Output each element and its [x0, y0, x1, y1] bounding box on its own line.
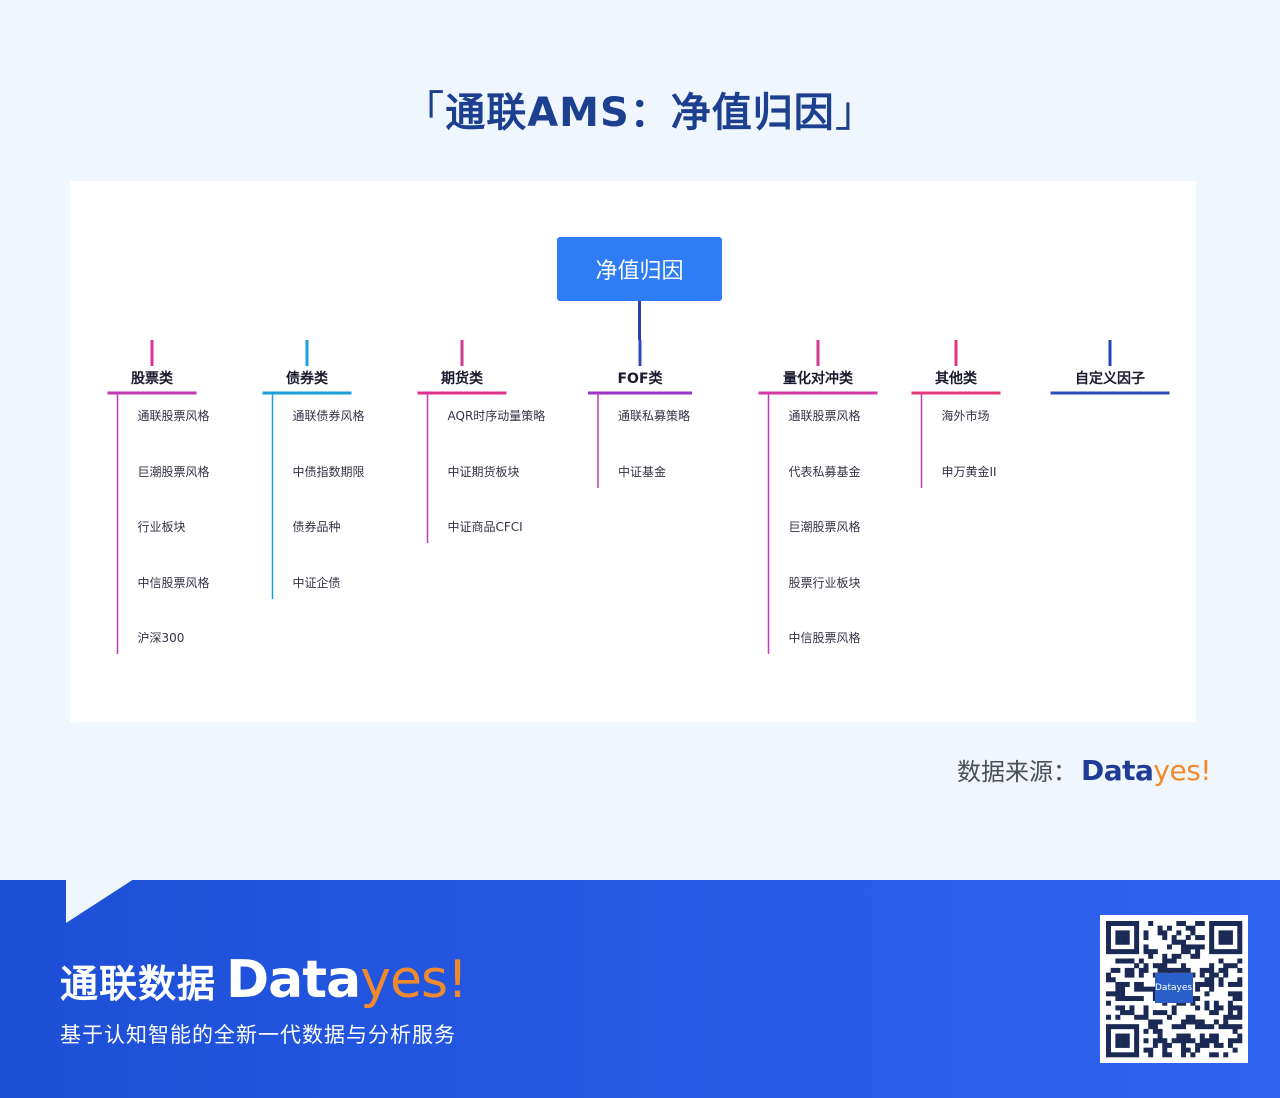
root-node: 净值归因 [557, 237, 722, 301]
child-node: 行业板块 [117, 520, 194, 545]
title-text: 通联AMS：净值归因 [445, 90, 835, 136]
child-label: AQR时序动量策略 [448, 408, 546, 423]
child-node: 海外市场 [921, 408, 998, 434]
brand-name: 通联数据 [60, 962, 217, 1006]
title-close-bracket: 」 [834, 87, 878, 136]
child-node: 通联债券风格 [272, 408, 373, 434]
child-node: 中债指数期限 [272, 464, 373, 490]
child-label: 中债指数期限 [293, 464, 365, 479]
child-label: 巨潮股票风格 [138, 464, 210, 479]
child-label: 通联股票风格 [789, 408, 861, 423]
data-source: 数据来源： Datayes! [957, 752, 1212, 787]
category-label: 量化对冲类 [783, 370, 854, 387]
qr-logo-badge: Datayes! [1155, 973, 1196, 1003]
child-node: 代表私募基金 [768, 464, 869, 490]
child-label: 巨潮股票风格 [789, 519, 861, 534]
child-node: 沪深300 [117, 631, 192, 656]
qr-code-icon [1106, 921, 1243, 1058]
child-label: 代表私募基金 [789, 464, 861, 479]
category-node: 自定义因子 [1050, 340, 1170, 395]
child-label: 行业板块 [138, 520, 186, 534]
child-label: 中证商品CFCI [448, 519, 523, 534]
category-label: 自定义因子 [1075, 370, 1145, 387]
child-node: 中证商品CFCI [427, 519, 534, 545]
child-label: 通联股票风格 [138, 408, 210, 423]
child-node: 中证期货板块 [427, 464, 528, 490]
footer-banner [0, 880, 1280, 1098]
child-node: 申万黄金II [921, 464, 1013, 490]
child-label: 中证企债 [293, 575, 341, 590]
category-label: 债券类 [286, 370, 329, 387]
qr-code[interactable]: Datayes! [1100, 915, 1248, 1063]
child-node: 中信股票风格 [117, 575, 218, 601]
child-node: 巨潮股票风格 [117, 464, 218, 490]
child-node: 通联股票风格 [768, 408, 869, 434]
child-label: 股票行业板块 [789, 576, 861, 590]
child-label: 沪深300 [138, 631, 185, 645]
child-node: 巨潮股票风格 [768, 519, 869, 545]
footer-slogan: 基于认知智能的全新一代数据与分析服务 [60, 1023, 456, 1047]
data-source-label: 数据来源： [957, 758, 1077, 786]
child-node: AQR时序动量策略 [427, 408, 550, 434]
child-label: 中证期货板块 [448, 464, 520, 479]
child-label: 中证基金 [618, 464, 666, 479]
child-label: 申万黄金II [942, 464, 997, 479]
child-label: 通联债券风格 [293, 408, 365, 423]
title-open-bracket: 「 [402, 87, 446, 136]
child-node: 通联私募策略 [598, 408, 698, 434]
child-node: 中证企债 [272, 575, 349, 601]
page-title: 「通联AMS：净值归因」 [0, 78, 1280, 139]
category-label: 其他类 [935, 370, 978, 387]
child-label: 通联私募策略 [618, 408, 690, 423]
child-label: 中信股票风格 [138, 575, 210, 590]
datayes-logo: Datayes! [1081, 754, 1212, 787]
child-label: 债券品种 [293, 519, 341, 534]
child-label: 海外市场 [942, 408, 990, 423]
category-label: FOF类 [617, 370, 663, 387]
category-label: 期货类 [441, 370, 484, 387]
category-label: 股票类 [131, 370, 174, 387]
footer-brand: 通联数据 Datayes! [60, 950, 468, 1010]
child-label: 中信股票风格 [789, 630, 861, 645]
child-node: 中证基金 [598, 464, 674, 490]
root-node-label: 净值归因 [595, 259, 683, 284]
child-node: 股票行业板块 [768, 576, 869, 601]
attribution-tree: 净值归因股票类通联股票风格巨潮股票风格行业板块中信股票风格沪深300债券类通联债… [107, 237, 1170, 656]
root-node-box [557, 237, 722, 301]
footer-datayes-logo: Datayes! [226, 950, 468, 1010]
child-node: 债券品种 [272, 519, 349, 545]
child-node: 通联股票风格 [117, 408, 218, 434]
child-node: 中信股票风格 [768, 630, 869, 656]
speech-notch-icon [66, 879, 134, 923]
